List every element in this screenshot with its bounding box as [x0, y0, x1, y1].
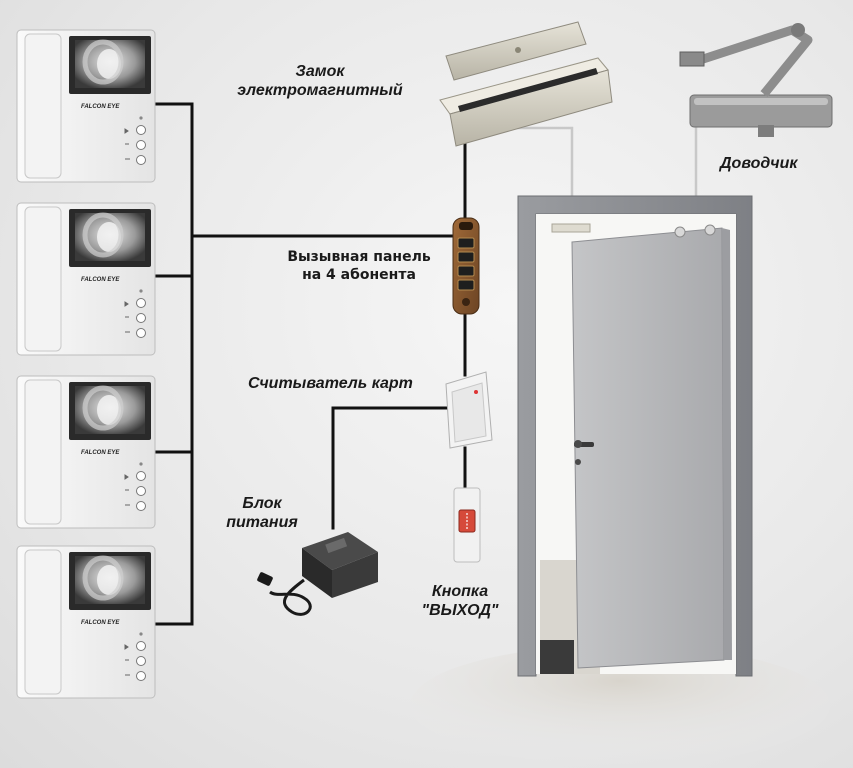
call-panel-speaker	[462, 298, 470, 306]
reader-to-psu-wire	[331, 406, 450, 530]
exit-label: Кнопка "ВЫХОД"	[410, 582, 510, 620]
screen-hair	[82, 212, 124, 258]
call-panel	[452, 217, 480, 315]
monitor: FALCON EYE	[16, 545, 156, 699]
door-closer	[679, 23, 833, 137]
lock-label: Замок электромагнитный	[222, 62, 418, 100]
screen-hair	[82, 39, 124, 85]
psu-side	[332, 552, 378, 598]
closer-arm	[692, 25, 813, 97]
closer-label: Доводчик	[720, 155, 798, 172]
reader-label: Считыватель карт	[248, 375, 413, 392]
lock-magnet-face	[458, 68, 598, 112]
monitor: FALCON EYE	[16, 202, 156, 356]
door-handle-rosette	[574, 440, 582, 448]
monitor-button-icons	[124, 128, 130, 160]
door-hinge-top-2	[704, 224, 716, 236]
door	[517, 195, 753, 677]
monitor-button-1[interactable]	[136, 471, 146, 481]
monitor-button-icons	[124, 301, 130, 333]
monitor-led	[139, 289, 143, 293]
panel-label-line-2: на 4 абонента	[302, 267, 416, 283]
monitor-button-3[interactable]	[136, 155, 146, 165]
call-panel-button-4[interactable]	[457, 279, 475, 291]
screen-face	[97, 395, 121, 425]
lock-label-line-2: электромагнитный	[237, 82, 403, 99]
call-panel-button-3[interactable]	[457, 265, 475, 277]
exit-button	[453, 487, 481, 563]
closer-pivot	[791, 23, 805, 37]
closer-cap	[758, 125, 774, 137]
monitor-handset	[24, 549, 62, 695]
monitor-button-1[interactable]	[136, 125, 146, 135]
floor-shadow	[410, 645, 830, 765]
panel-label-line-1: Вызывная панель	[287, 249, 431, 265]
lock-plate-screw	[515, 47, 521, 53]
monitor-button-1[interactable]	[136, 298, 146, 308]
psu-label-text: Блок питания	[212, 494, 312, 532]
closer-body-highlight	[694, 98, 828, 105]
screen-face	[97, 222, 121, 252]
door-opening-dark	[540, 640, 574, 674]
psu-top	[302, 532, 378, 570]
door-hinge-top	[674, 226, 686, 238]
door-keyhole	[575, 459, 581, 465]
exit-label-line-2: "ВЫХОД"	[421, 602, 499, 619]
screen-hair	[82, 385, 124, 431]
monitor-brand: FALCON EYE	[81, 620, 120, 626]
monitor-brand: FALCON EYE	[81, 450, 120, 456]
monitor-handset	[24, 33, 62, 179]
monitor-button-3[interactable]	[136, 671, 146, 681]
exit-label-line-1: Кнопка	[431, 583, 489, 600]
monitor: FALCON EYE	[16, 375, 156, 529]
lock-label-line-1: Замок	[295, 63, 345, 80]
card-reader-led	[474, 390, 478, 394]
psu-label	[325, 537, 348, 554]
call-panel-camera	[459, 222, 473, 230]
call-panel-button-2[interactable]	[457, 251, 475, 263]
closer-bracket	[679, 51, 705, 67]
psu-front	[302, 548, 332, 598]
electromagnetic-lock	[439, 21, 613, 147]
psu-label-line-1: Блок	[242, 495, 282, 512]
power-supply	[257, 532, 378, 616]
monitor-button-icons	[124, 644, 130, 676]
door-leaf	[571, 227, 725, 669]
monitor-led	[139, 632, 143, 636]
monitor-button-3[interactable]	[136, 328, 146, 338]
monitor-button-2[interactable]	[136, 313, 146, 323]
monitors: FALCON EYE FALCON EYE	[16, 29, 156, 699]
monitor-handset	[24, 206, 62, 352]
monitor-bus-wire	[153, 102, 194, 626]
monitor-button-icons	[124, 474, 130, 506]
monitor-button-3[interactable]	[136, 501, 146, 511]
screen-hair	[82, 555, 124, 601]
call-panel-button-1[interactable]	[457, 237, 475, 249]
monitor-brand: FALCON EYE	[81, 277, 120, 283]
monitor-button-2[interactable]	[136, 486, 146, 496]
card-reader	[445, 371, 493, 449]
door-lock-plate	[551, 223, 591, 233]
monitor-led	[139, 116, 143, 120]
screen-face	[97, 565, 121, 595]
door-leaf-edge	[722, 228, 732, 660]
monitor-brand: FALCON EYE	[81, 104, 120, 110]
screen-face	[97, 49, 121, 79]
monitor-handset	[24, 379, 62, 525]
psu-plug	[257, 572, 273, 586]
monitor-button-1[interactable]	[136, 641, 146, 651]
monitor-button-2[interactable]	[136, 140, 146, 150]
monitor-button-2[interactable]	[136, 656, 146, 666]
psu-cable	[269, 578, 312, 616]
monitor: FALCON EYE	[16, 29, 156, 183]
psu-label-line-2: питания	[226, 514, 298, 531]
card-reader-face	[451, 382, 487, 443]
panel-label: Вызывная панель на 4 абонента	[274, 248, 444, 284]
monitor-led	[139, 462, 143, 466]
